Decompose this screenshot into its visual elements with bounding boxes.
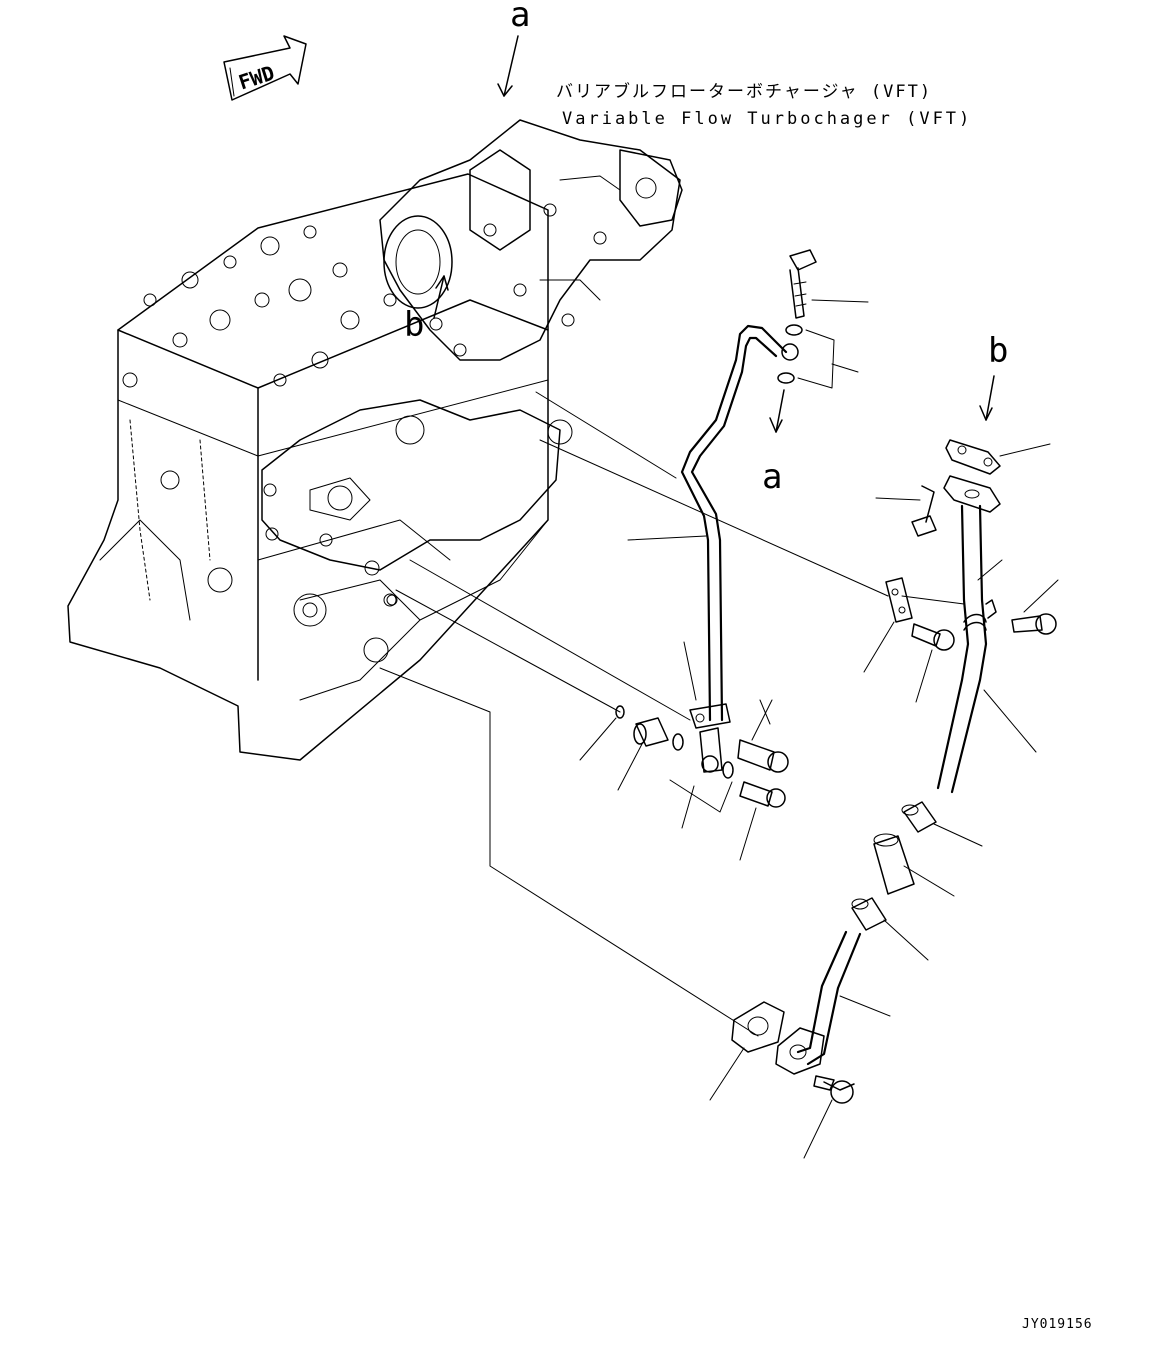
ref-b-right: b bbox=[988, 331, 1008, 371]
ref-a-mid: a bbox=[762, 457, 782, 497]
drain-pipe-lower bbox=[775, 930, 891, 1075]
drain-clamp-bolt-right bbox=[1011, 579, 1059, 635]
drawing-code: JY019156 bbox=[1022, 1317, 1093, 1332]
title-english: Variable Flow Turbochager (VFT) bbox=[562, 109, 972, 129]
hose-clamp-upper bbox=[901, 801, 983, 847]
drain-pipe-upper bbox=[936, 475, 1001, 794]
clamp-bolt bbox=[911, 623, 955, 703]
feed-pipe-washer-right bbox=[722, 761, 734, 779]
hose-clamp-lower bbox=[851, 897, 929, 961]
drain-gasket-lower bbox=[709, 1001, 785, 1101]
ref-a-top: a bbox=[510, 0, 530, 35]
turbocharger bbox=[379, 119, 683, 361]
oil-connector bbox=[617, 717, 669, 791]
feed-pipe-washer-left bbox=[672, 733, 684, 751]
ref-b-left: b bbox=[404, 305, 424, 345]
fwd-arrow: FWD bbox=[223, 35, 307, 101]
o-ring bbox=[615, 705, 625, 719]
drain-flange-bolt bbox=[875, 485, 937, 537]
exhaust-manifold bbox=[261, 399, 561, 571]
drain-clamp-bracket bbox=[863, 577, 965, 673]
bracket-bolt-lower bbox=[739, 781, 786, 861]
engine-block bbox=[67, 173, 573, 761]
feed-pipe-gaskets bbox=[777, 324, 835, 389]
drain-gasket-upper bbox=[945, 439, 1051, 475]
drain-pipe-lower-bolt bbox=[803, 1075, 855, 1159]
cylinder-head-holes bbox=[122, 225, 397, 663]
oil-feed-pipe bbox=[680, 324, 799, 722]
bracket-bolt-upper bbox=[737, 699, 789, 773]
feed-pipe-upper-bolt bbox=[789, 249, 817, 319]
feed-pipe-lower-bracket bbox=[689, 703, 731, 773]
rubber-hose bbox=[873, 833, 955, 897]
fwd-label: FWD bbox=[236, 61, 278, 95]
title-japanese: バリアブルフローターボチャージャ (VFT) bbox=[556, 81, 932, 102]
